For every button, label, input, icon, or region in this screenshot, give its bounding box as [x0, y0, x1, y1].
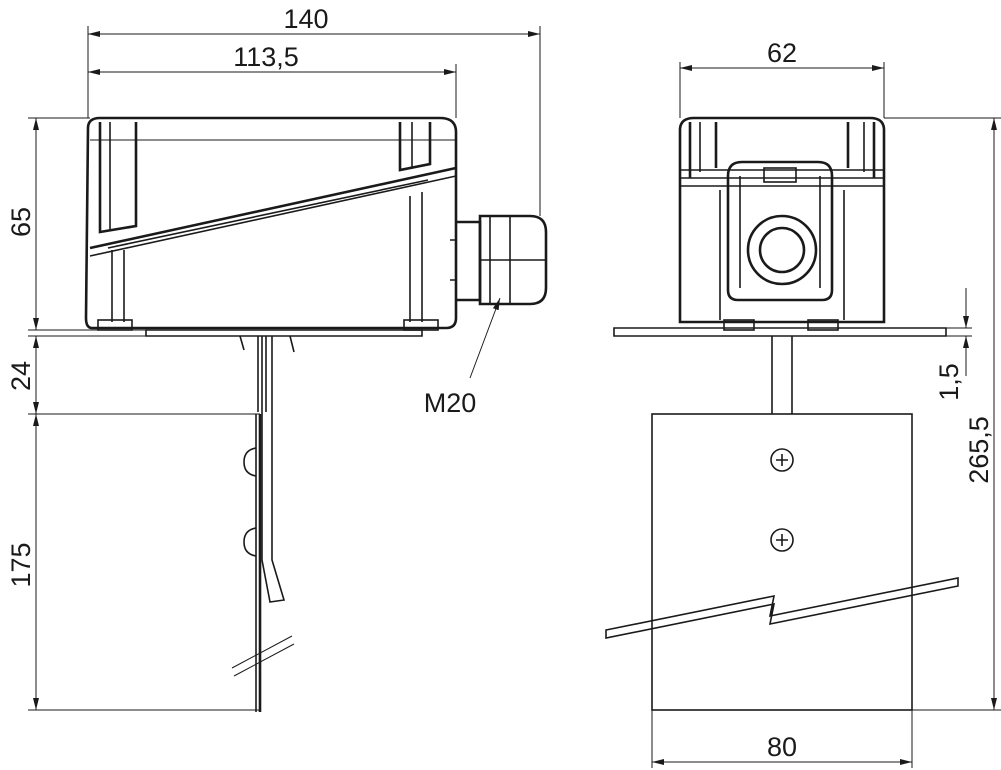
- dim-plate-thickness: 1,5: [934, 363, 964, 401]
- front-housing: [678, 116, 886, 331]
- side-probe: [231, 335, 295, 712]
- front-probe: [605, 336, 959, 711]
- dim-housing-width: 113,5: [233, 42, 299, 72]
- side-dimensions: 140 113,5 65 24 175: [6, 4, 541, 711]
- dim-total-width: 140: [283, 4, 328, 34]
- side-housing: [84, 116, 458, 331]
- m20-callout: M20: [424, 297, 501, 418]
- dim-total-height: 265,5: [964, 416, 994, 484]
- front-view: 62 265,5 1,5 80: [605, 38, 1001, 768]
- front-mounting-plate: [613, 327, 947, 337]
- dim-front-width: 62: [767, 38, 797, 68]
- dim-neck-height: 24: [6, 361, 36, 391]
- front-dimensions: 62 265,5 1,5 80: [651, 38, 1001, 768]
- cable-gland: [450, 214, 548, 306]
- side-mounting-plate: [145, 329, 423, 337]
- side-view: 140 113,5 65 24 175 M20: [6, 4, 548, 712]
- dim-blade-width: 80: [767, 732, 797, 762]
- callout-m20: M20: [424, 388, 477, 418]
- dim-housing-height: 65: [6, 207, 36, 237]
- dim-blade-length: 175: [6, 542, 36, 587]
